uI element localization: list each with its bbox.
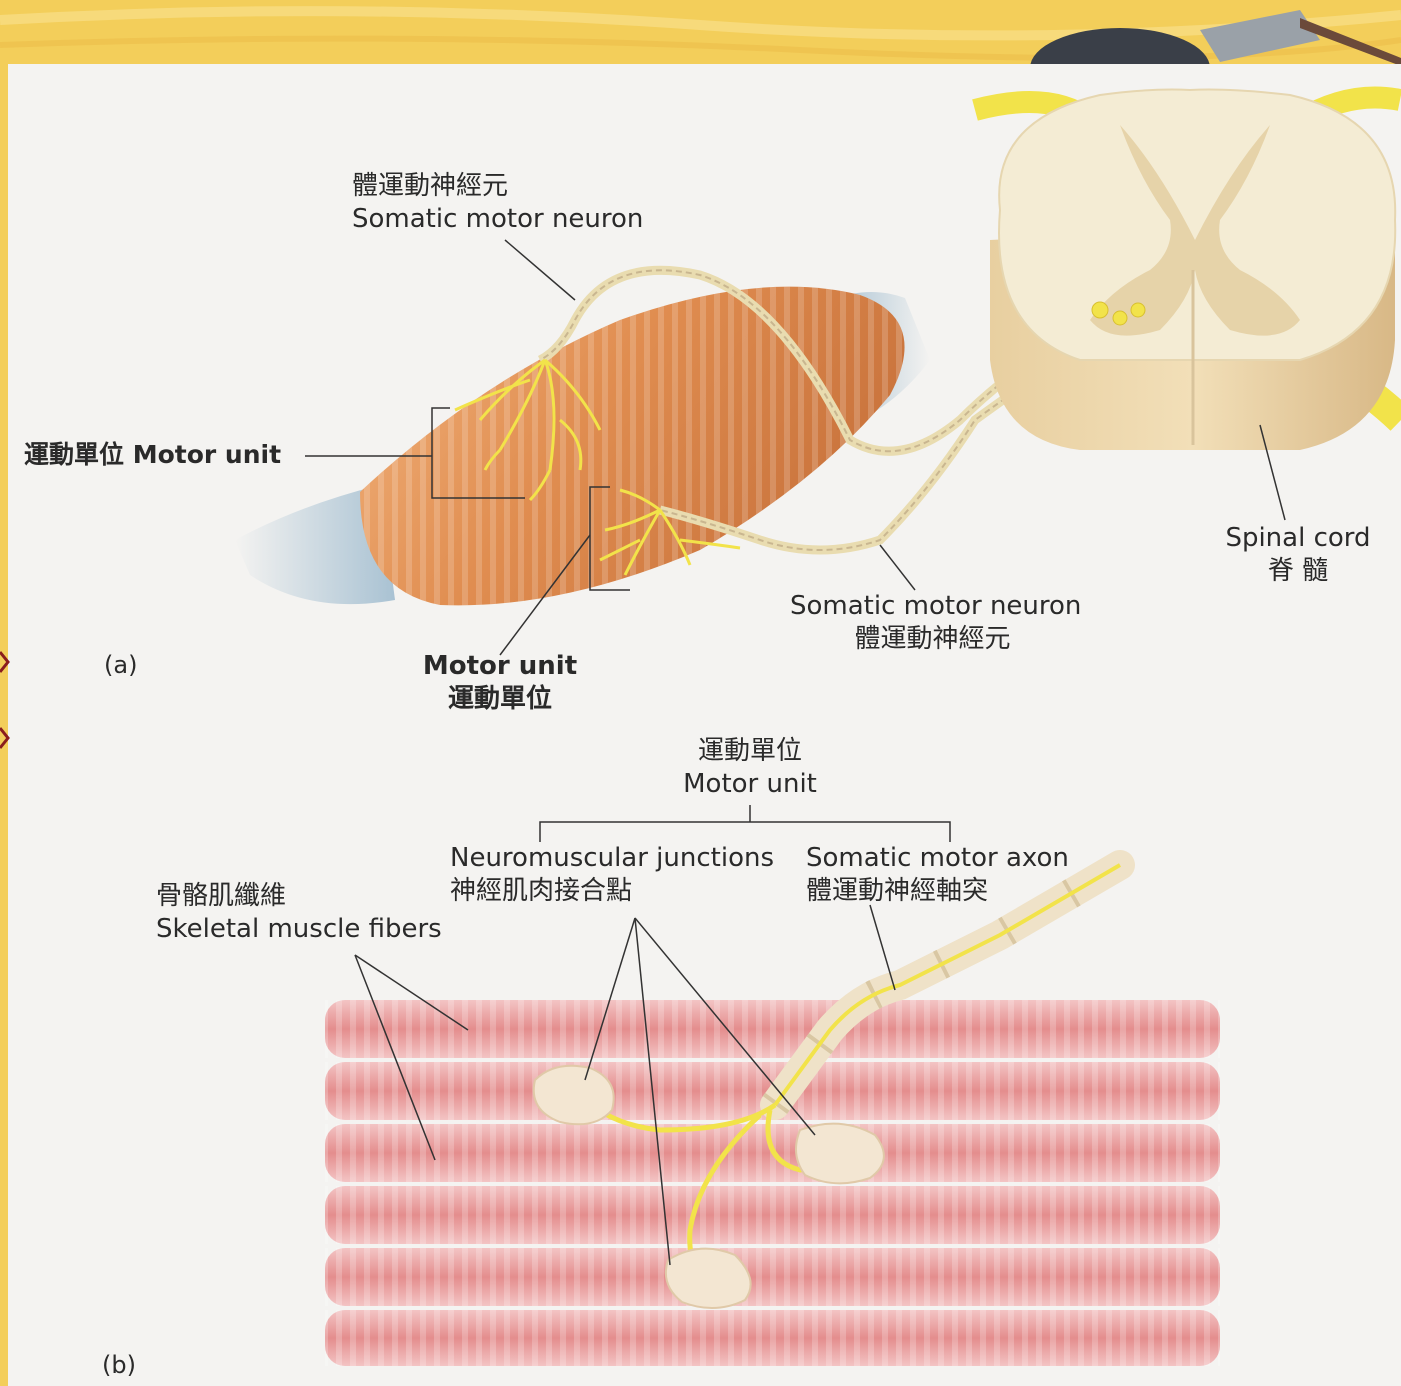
motor-unit-bottom-label-zh: 運動單位 [410, 683, 590, 716]
motor-unit-left-label: 運動單位 Motor unit [24, 439, 281, 470]
nmj-label: Neuromuscular junctions 神經肌肉接合點 [450, 842, 774, 907]
spinal-cord-section [999, 90, 1395, 360]
fibers-label: 骨骼肌纖維 Skeletal muscle fibers [156, 880, 442, 945]
spinal-cord-illustration [975, 90, 1401, 450]
bottom-neuron-label-zh: 體運動神經元 [790, 623, 1075, 656]
axon-label-zh: 體運動神經軸突 [806, 875, 1069, 908]
fibers-label-zh: 骨骼肌纖維 [156, 880, 442, 913]
junction-plate-2 [796, 1124, 884, 1184]
motor-unit-label-b-zh: 運動單位 [670, 735, 830, 768]
spinal-cord-label-zh: 脊 髓 [1218, 555, 1378, 588]
spinal-cord-label-en: Spinal cord [1218, 522, 1378, 555]
axon-label-en: Somatic motor axon [806, 842, 1069, 875]
panel-b-label: (b) [102, 1350, 136, 1380]
motor-unit-bottom-label: Motor unit 運動單位 [410, 650, 590, 715]
nmj-label-en: Neuromuscular junctions [450, 842, 774, 875]
top-neuron-label-zh: 體運動神經元 [352, 170, 643, 203]
spinal-cord-label: Spinal cord 脊 髓 [1218, 522, 1378, 587]
nmj-label-zh: 神經肌肉接合點 [450, 875, 774, 908]
axon-label: Somatic motor axon 體運動神經軸突 [806, 842, 1069, 907]
junction-plate-1 [534, 1066, 614, 1125]
fibers-label-en: Skeletal muscle fibers [156, 913, 442, 946]
top-neuron-label: 體運動神經元 Somatic motor neuron [352, 170, 643, 235]
panel-a-label: (a) [104, 650, 137, 680]
junction-plate-3 [666, 1249, 751, 1308]
top-neuron-label-en: Somatic motor neuron [352, 203, 643, 236]
bottom-neuron-label: Somatic motor neuron 體運動神經元 [790, 590, 1075, 655]
motor-unit-label-b-en: Motor unit [670, 768, 830, 801]
motor-unit-label-b: 運動單位 Motor unit [670, 735, 830, 800]
bottom-neuron-label-en: Somatic motor neuron [790, 590, 1075, 623]
motor-unit-bottom-label-en: Motor unit [410, 650, 590, 683]
